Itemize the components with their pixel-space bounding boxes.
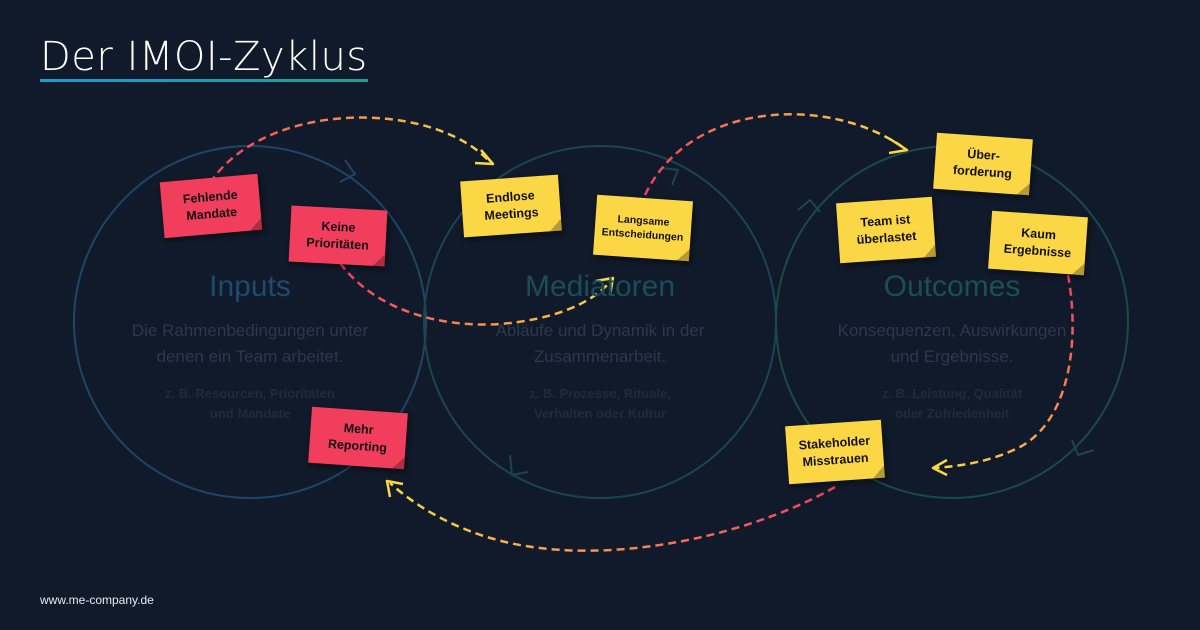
note-line-2: Reporting (327, 436, 388, 456)
note-line-2: Misstrauen (802, 450, 869, 470)
outcomes-description-line-2: und Ergebnisse. (890, 347, 1014, 366)
sticky-note-ueberforderung: Über-forderung (933, 132, 1033, 196)
note-line-2: Meetings (484, 205, 540, 223)
outcomes-examples: z. B. Leistung, Qualität oder Zufriedenh… (797, 384, 1107, 424)
mediatoren-cycle-arrow-top-icon (661, 167, 680, 186)
arrow-head-meetings-icon (474, 149, 495, 166)
mediatoren-description-line-1: Abläufe und Dynamik in der (495, 321, 705, 340)
outcomes-title: Outcomes (883, 270, 1021, 303)
arrow-head-reporting-icon (385, 479, 404, 498)
note-line-2: Prioritäten (305, 235, 370, 253)
mediatoren-description: Abläufe und Dynamik in der Zusammenarbei… (450, 318, 750, 370)
mediatoren-text-block: Mediatoren Abläufe und Dynamik in der Zu… (450, 270, 750, 424)
outcomes-description-line-1: Konsequenzen, Auswirkungen (837, 321, 1067, 340)
arrow-ergebnisse-to-misstrauen (934, 274, 1074, 470)
outcomes-examples-line-2: oder Zufriedenheit (894, 406, 1010, 421)
inputs-text-block: Inputs Die Rahmenbedingungen unter denen… (100, 270, 400, 424)
mediatoren-examples-line-1: z. B. Prozesse, Rituale, (529, 386, 671, 401)
mediatoren-title: Mediatoren (524, 270, 676, 303)
inputs-description-line-1: Die Rahmenbedingungen unter (131, 321, 369, 340)
note-line-2: Mandate (185, 204, 238, 224)
inputs-examples-line-1: z. B. Resourcen, Prioritäten (165, 386, 335, 401)
footer-url: www.me-company.de (40, 593, 154, 607)
mediatoren-examples: z. B. Prozesse, Rituale, Verhalten oder … (450, 384, 750, 424)
mediatoren-examples-line-2: Verhalten oder Kultur (533, 406, 667, 421)
arrow-prioritaeten-to-entscheidungen (338, 262, 611, 326)
inputs-cycle-arrow-icon (339, 159, 357, 183)
mediatoren-description-line-2: Zusammenarbeit. (533, 347, 667, 366)
arrow-mandate-to-meetings (208, 116, 489, 184)
outcomes-description: Konsequenzen, Auswirkungen und Ergebniss… (797, 318, 1107, 370)
outcomes-cycle-arrow-left-icon (797, 198, 821, 213)
inputs-description-line-2: denen ein Team arbeitet. (156, 347, 344, 366)
outcomes-examples-line-1: z. B. Leistung, Qualität (881, 386, 1023, 401)
arrow-head-ueberforderung-icon (888, 137, 909, 155)
arrow-entscheidungen-to-ueberforderung (643, 113, 905, 196)
mediatoren-cycle-arrow-bottom-icon (509, 454, 529, 477)
note-line-2: überlastet (856, 228, 917, 248)
arrow-misstrauen-to-reporting (389, 482, 836, 552)
note-line-2: forderung (952, 162, 1013, 182)
title-underline (40, 79, 368, 82)
inputs-title: Inputs (209, 270, 291, 303)
inputs-description: Die Rahmenbedingungen unter denen ein Te… (100, 318, 400, 370)
page-title: Der IMOI-Zyklus (40, 34, 368, 80)
arrow-head-entscheidungen-icon (595, 276, 615, 296)
inputs-examples-line-2: und Mandate (209, 406, 291, 421)
arrow-head-misstrauen-icon (931, 458, 948, 477)
outcomes-text-block: Outcomes Konsequenzen, Auswirkungen und … (797, 270, 1107, 424)
inputs-examples: z. B. Resourcen, Prioritäten und Mandate (100, 384, 400, 424)
note-line-2: Ergebnisse (1003, 241, 1072, 261)
outcomes-cycle-arrow-right-icon (1071, 439, 1095, 457)
